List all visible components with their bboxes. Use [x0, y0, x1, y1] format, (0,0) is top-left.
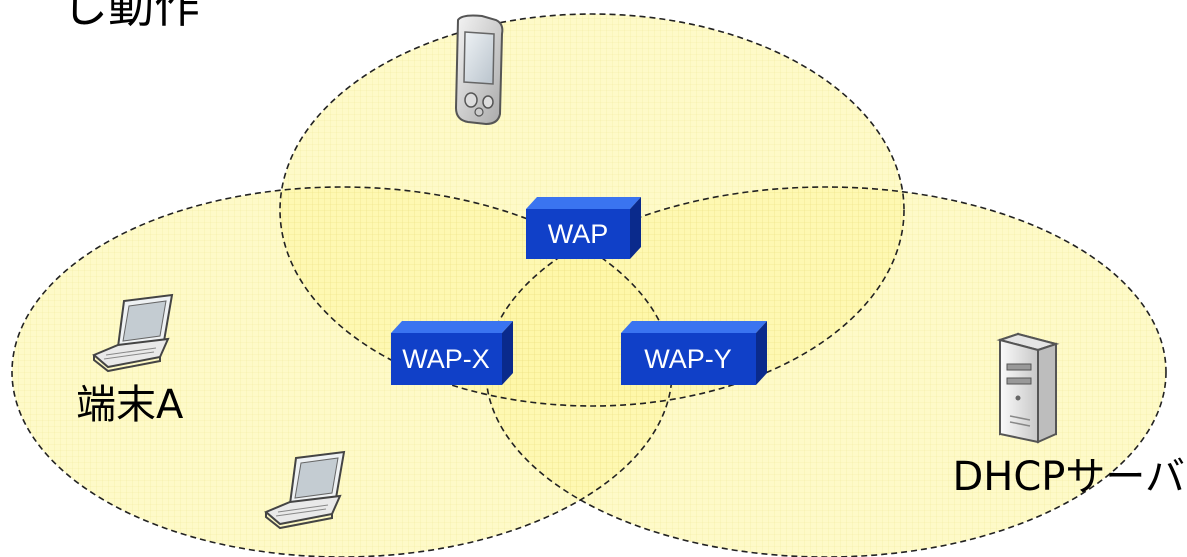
- page-title: し動作: [62, 0, 200, 33]
- zone-outline-top: [279, 13, 905, 407]
- laptop-icon: [264, 450, 346, 530]
- access-point-wap-x: WAP-X: [391, 321, 513, 385]
- server-icon: [996, 332, 1060, 444]
- access-point-label: WAP: [548, 219, 609, 249]
- device-label-terminal-a: 端末A: [76, 382, 184, 428]
- access-point-label: WAP-X: [402, 344, 490, 374]
- pda-icon: [454, 14, 504, 126]
- access-point-wap: WAP: [526, 197, 641, 259]
- access-point-wap-y: WAP-Y: [621, 321, 767, 385]
- laptop-icon: [92, 293, 174, 373]
- access-point-label: WAP-Y: [644, 344, 732, 374]
- device-label-dhcp-server: DHCPサーバ: [952, 454, 1185, 500]
